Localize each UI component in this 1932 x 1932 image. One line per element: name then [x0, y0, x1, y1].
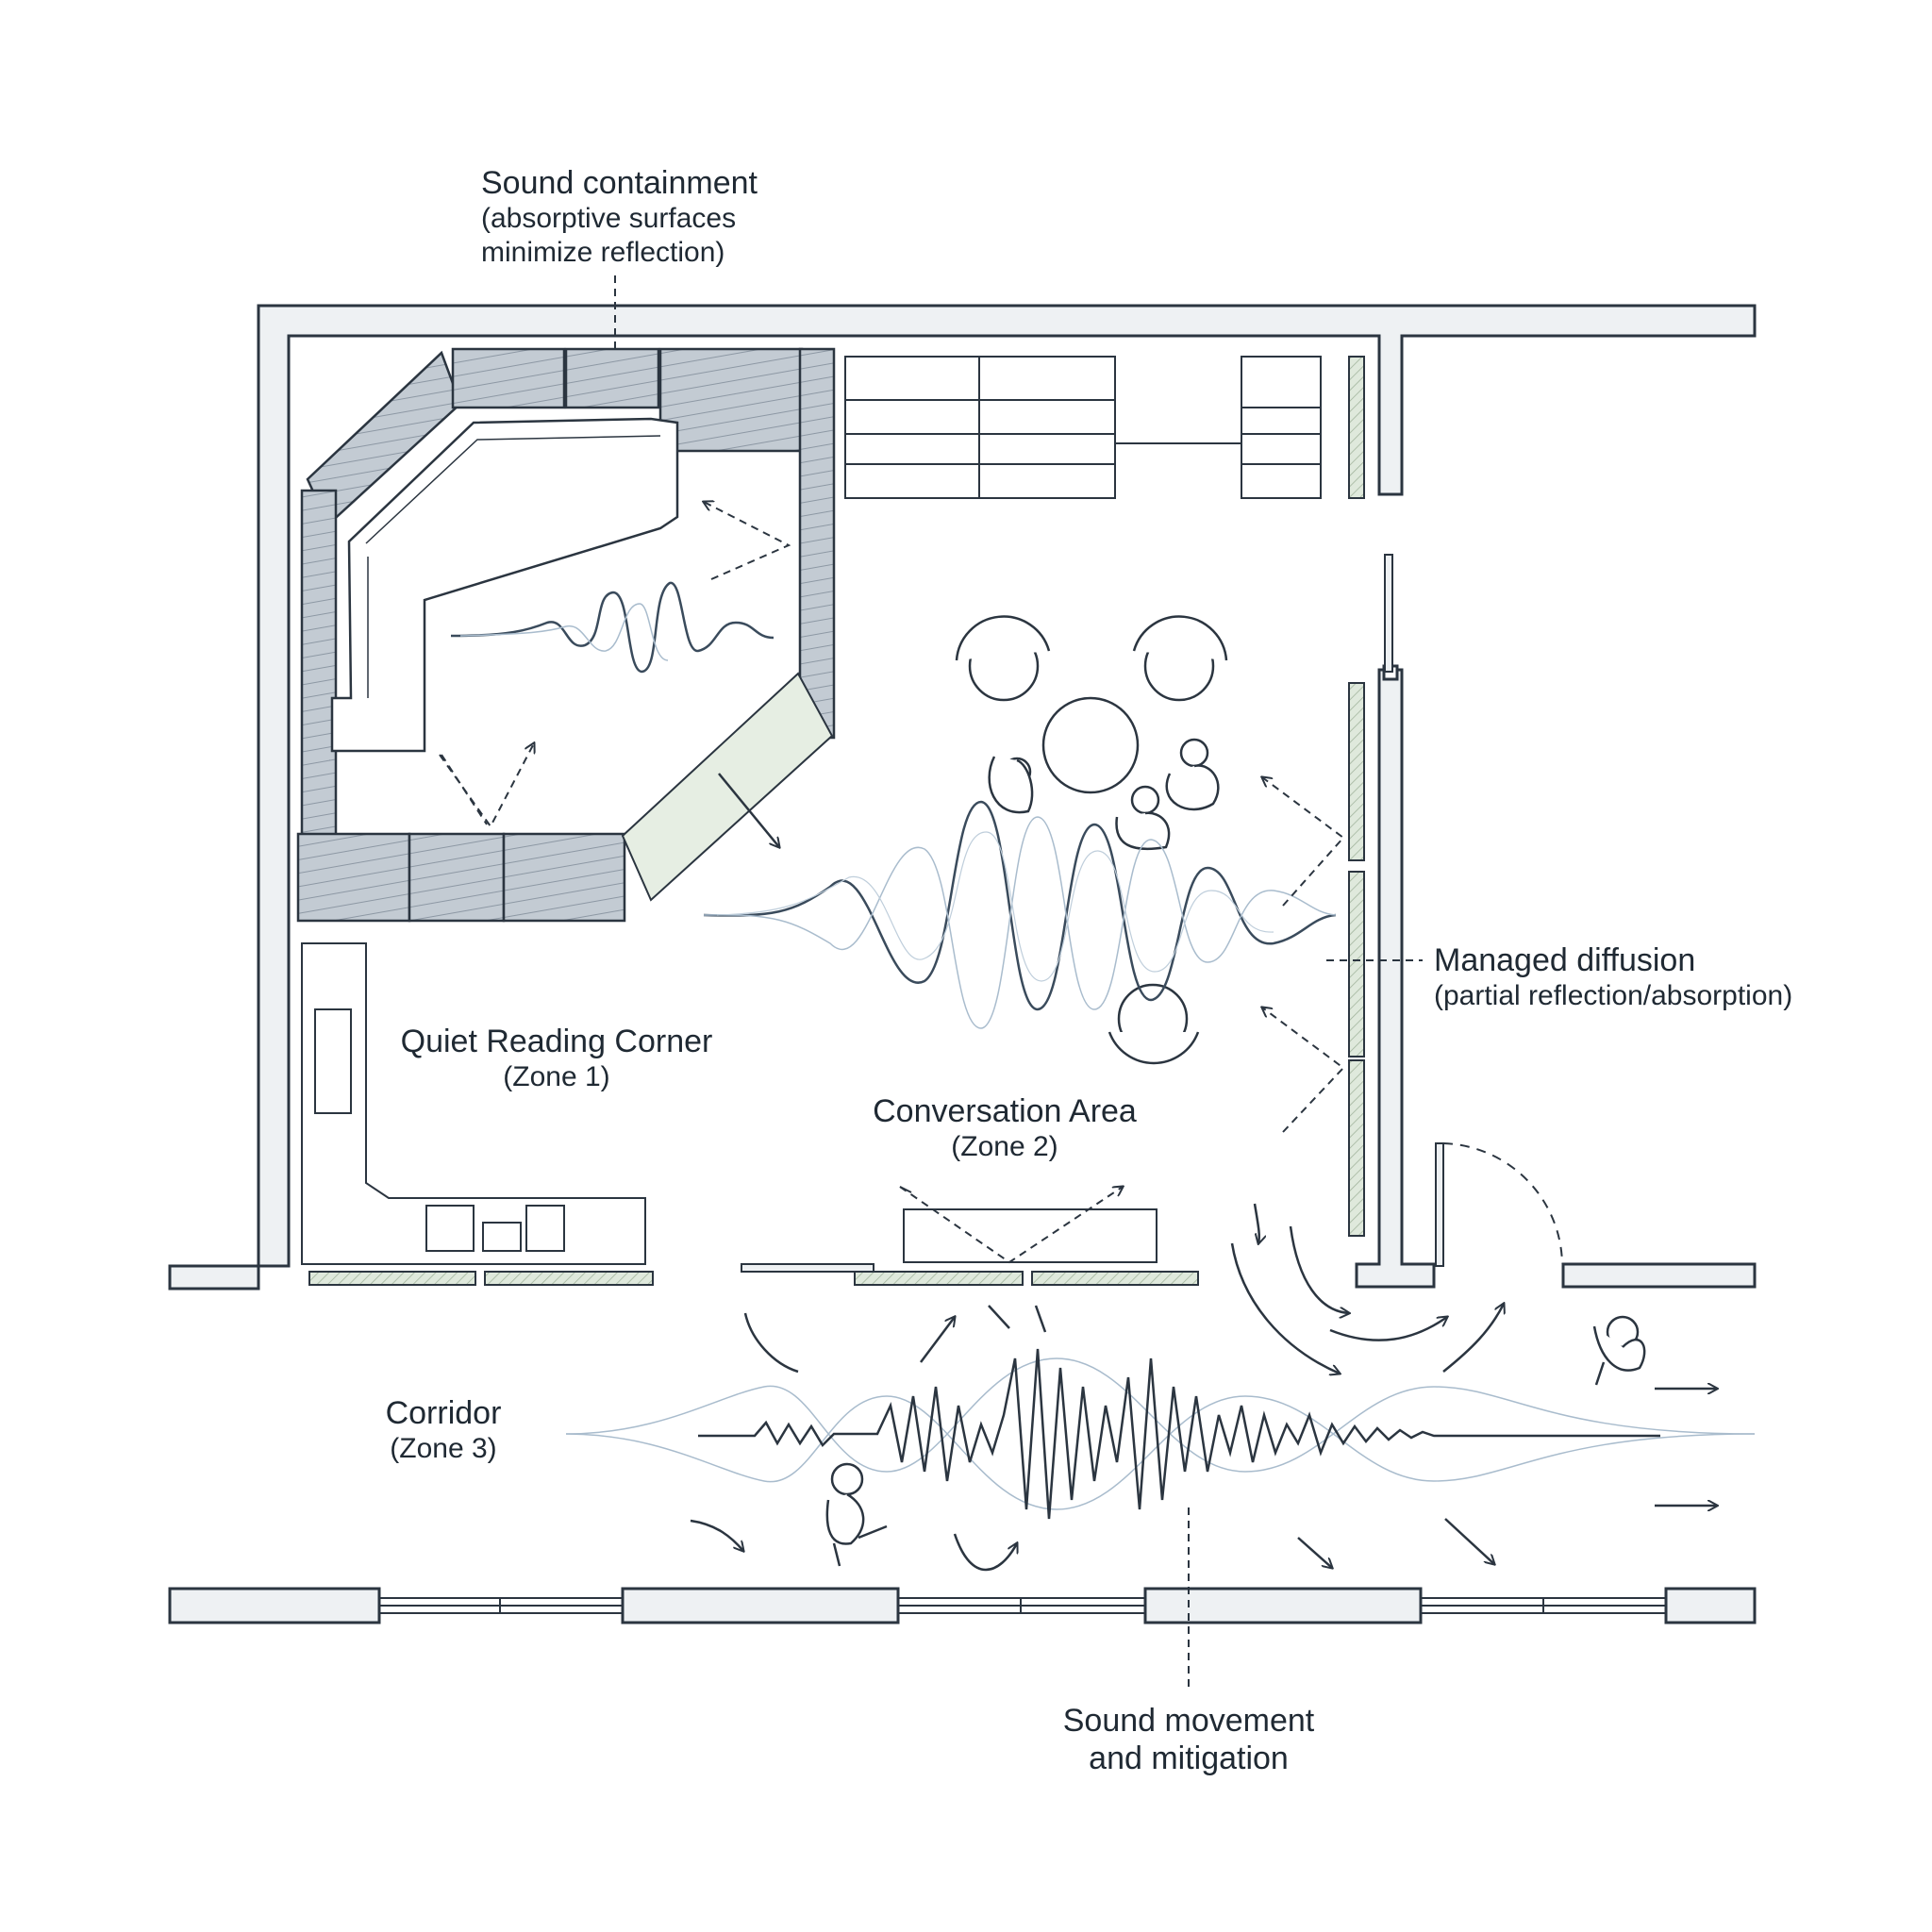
booth-panel-right: [798, 347, 836, 740]
reception-desk: [903, 1208, 1158, 1263]
wall-panels: [308, 682, 1365, 1286]
bottom-wall-seg3: [1143, 1587, 1423, 1624]
dashed-arrow-tail: [899, 1186, 912, 1193]
person-3: [1115, 785, 1171, 851]
conversation-furniture: [955, 615, 1228, 1065]
label-sound-containment-note-1: (absorptive surfaces: [481, 203, 737, 234]
right-wall: [1355, 668, 1436, 1289]
corridor-arrows: [690, 773, 1717, 1572]
label-managed-diffusion: Managed diffusion (partial reflection/ab…: [1434, 941, 1792, 1013]
wave-zone1: [450, 581, 774, 674]
label-managed-diffusion-note: (partial reflection/absorption): [1434, 980, 1793, 1011]
label-sound-containment-note-2: minimize reflection): [481, 237, 725, 268]
door: [1435, 1142, 1563, 1267]
label-zone-3-title: Corridor: [385, 1395, 502, 1431]
booth-panel-top-3: [658, 347, 804, 453]
bottom-wall-seg1: [168, 1587, 381, 1624]
booth-panel-top-1: [451, 347, 566, 409]
people: [825, 738, 1646, 1567]
reading-cabinet: [301, 942, 646, 1265]
booth-panel-top-2: [564, 347, 660, 409]
booth-panel-bottom-1: [296, 832, 411, 923]
booth-panel-bottom-2: [408, 832, 506, 923]
label-sound-mitigation-line-2: and mitigation: [1089, 1740, 1289, 1776]
wave-zone2: [703, 800, 1337, 1029]
label-sound-containment: Sound containment (absorptive surfaces m…: [481, 164, 758, 270]
round-table: [1041, 696, 1140, 794]
wall-stub: [1384, 554, 1393, 673]
acoustic-booth: [296, 347, 836, 923]
bottom-wall-seg2: [621, 1587, 900, 1624]
label-zone-1-title: Quiet Reading Corner: [400, 1024, 713, 1059]
label-sound-mitigation: Sound movement and mitigation: [1038, 1702, 1340, 1777]
bookshelves: [844, 356, 1322, 499]
label-zone-2-title: Conversation Area: [873, 1093, 1137, 1129]
person-4: [1592, 1315, 1646, 1386]
bottom-wall-seg4: [1664, 1587, 1757, 1624]
label-sound-containment-title: Sound containment: [481, 165, 758, 201]
person-5: [825, 1462, 888, 1567]
wave-zone3: [565, 1348, 1756, 1520]
label-zone-3: Corridor (Zone 3): [349, 1394, 538, 1466]
label-zone-3-number: (Zone 3): [390, 1433, 497, 1464]
sliding-panel: [741, 1263, 874, 1273]
label-zone-1-number: (Zone 1): [503, 1061, 610, 1092]
label-zone-2-number: (Zone 2): [951, 1131, 1058, 1162]
walls: [168, 304, 1757, 1624]
door-jamb-right: [1561, 1262, 1757, 1289]
booth-panel-left: [300, 489, 338, 838]
wall-panel-top: [1348, 356, 1365, 499]
label-zone-2: Conversation Area (Zone 2): [849, 1092, 1160, 1164]
top-wall: [168, 304, 1757, 1291]
windows: [378, 1597, 1667, 1614]
booth-arrow-left: [441, 754, 488, 825]
person-1: [988, 756, 1034, 814]
person-2: [1165, 738, 1220, 811]
label-sound-mitigation-line-1: Sound movement: [1062, 1703, 1315, 1739]
label-managed-diffusion-title: Managed diffusion: [1434, 942, 1696, 978]
booth-panel-bottom-3: [502, 832, 626, 923]
booth-glass-panel: [621, 672, 834, 902]
label-zone-1: Quiet Reading Corner (Zone 1): [387, 1023, 726, 1094]
